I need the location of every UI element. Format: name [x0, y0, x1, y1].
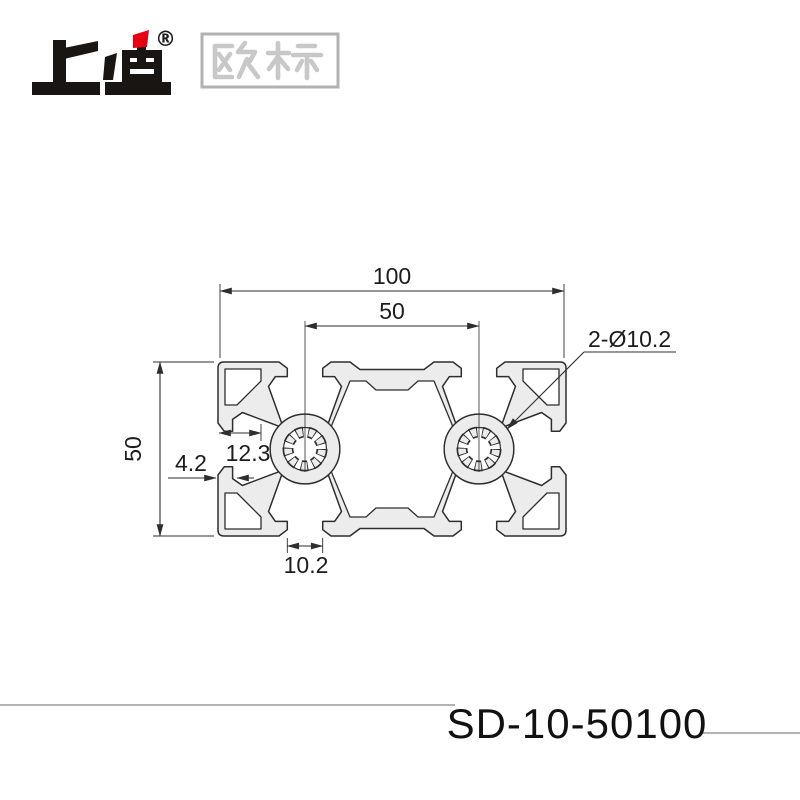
di-sweep-stroke — [105, 82, 171, 95]
dim-12-3-label: 12.3 — [226, 440, 271, 466]
biao-glyph — [265, 40, 324, 81]
dim-overall-width: 100 — [219, 263, 565, 358]
central-cavity — [330, 380, 454, 518]
dimensions: 100 50 50 12.3 — [120, 263, 676, 578]
shang-mid-stroke — [64, 41, 98, 59]
standard-badge-frame — [200, 32, 340, 89]
bore-callout: 2-Ø10.2 — [506, 326, 676, 430]
ou-glyph — [212, 40, 261, 80]
logo-red-accent — [133, 30, 149, 48]
footer: SD-10-50100 — [0, 700, 800, 747]
corner-chamber-tl — [224, 368, 262, 406]
dim-bore-spacing: 50 — [304, 298, 480, 330]
dim-slot-opening: 10.2 — [284, 538, 329, 578]
bore-callout-label: 2-Ø10.2 — [588, 326, 671, 352]
corner-chamber-tr — [522, 368, 560, 406]
corner-chamber-br — [522, 492, 560, 530]
dim-50-left-label: 50 — [120, 436, 146, 462]
product-code: SD-10-50100 — [447, 700, 708, 747]
dim-overall-height: 50 — [120, 361, 214, 537]
profile-drawing — [217, 321, 567, 537]
brand-logo: ® — [32, 27, 176, 95]
di-left-stroke — [103, 53, 117, 80]
standard-badge — [200, 32, 340, 89]
corner-chamber-bl — [224, 492, 262, 530]
dim-100-label: 100 — [373, 263, 411, 289]
registered-mark: ® — [155, 27, 176, 51]
di-you-stem — [137, 39, 146, 67]
dim-50-top-label: 50 — [379, 298, 405, 324]
dim-10-2-label: 10.2 — [284, 552, 329, 578]
dim-wall-thickness: 4.2 — [168, 450, 254, 482]
dim-cavity-depth: 12.3 — [218, 424, 271, 466]
shang-vertical-stroke — [53, 40, 66, 84]
shang-bottom-stroke — [32, 82, 100, 95]
dim-4-2-label: 4.2 — [175, 450, 207, 476]
